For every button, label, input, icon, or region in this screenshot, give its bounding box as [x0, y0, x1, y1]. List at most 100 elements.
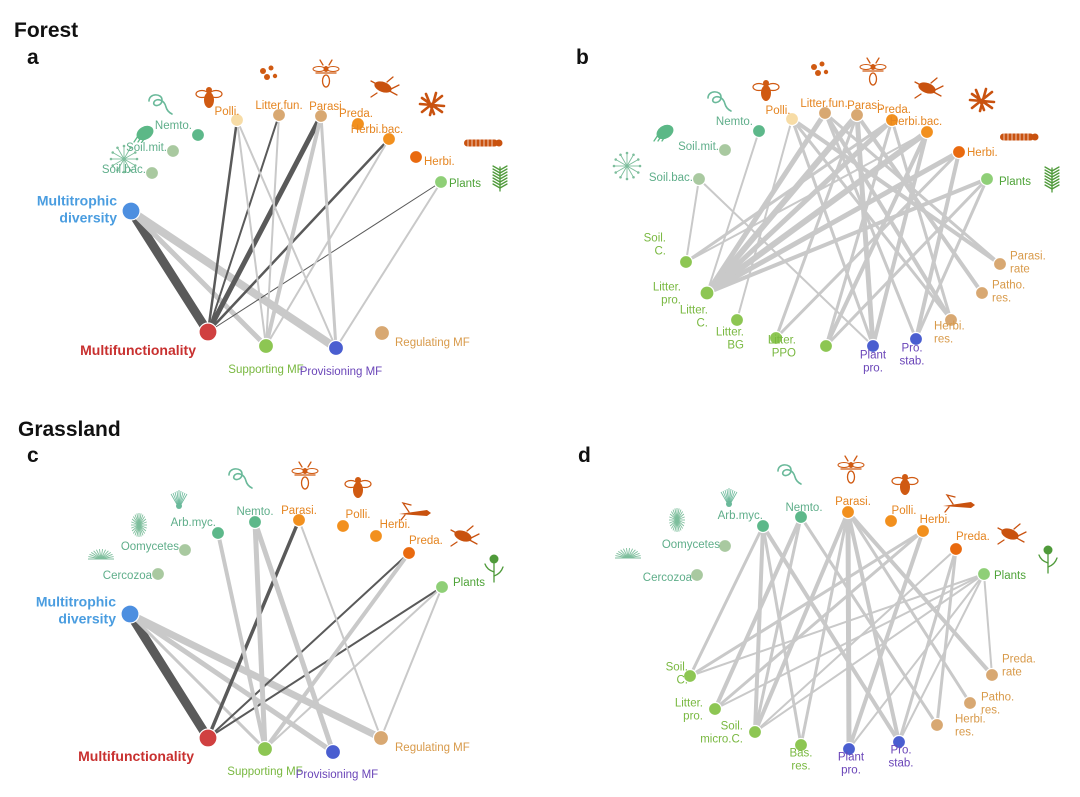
edge-preda-herbires	[935, 547, 958, 727]
node-circle-pathores	[962, 695, 978, 711]
larva-icon	[464, 139, 503, 147]
node-circle-preda	[401, 545, 417, 561]
node-label-litppo: Litter.PPO	[768, 335, 796, 360]
node-label-soilmit: Soil.mit.	[678, 141, 719, 153]
node-circle-oomy	[717, 538, 733, 554]
node-circle-multi	[120, 604, 140, 624]
node-circle-nemto	[247, 514, 263, 530]
edge-polli-herbires	[790, 117, 953, 322]
node-label-plants: Plants	[999, 176, 1031, 188]
node-label-cerco: Cercozoa	[103, 570, 153, 582]
node-arbmyc: Arb.myc.	[170, 490, 226, 541]
edge-polli-support	[236, 119, 267, 347]
node-circle-basres	[793, 737, 809, 753]
node-label-arbmyc: Arb.myc.	[718, 510, 763, 522]
node-circle-soilmicro	[747, 724, 763, 740]
edge-herbibac-plantpro	[871, 130, 929, 348]
edge-nemto-support	[252, 519, 268, 752]
node-circle-soilbac	[691, 171, 707, 187]
node-label-nemto: Nemto.	[155, 120, 192, 132]
node-label-soilbac: Soil.bac.	[102, 164, 146, 176]
node-label-herbi: Herbi.	[380, 519, 411, 531]
edge-nemto-litpro	[713, 515, 803, 711]
node-circle-polli	[229, 112, 245, 128]
node-herbibac: Herbi.bac.	[351, 91, 446, 147]
node-label-soilmit: Soil.mit.	[126, 142, 167, 154]
edge-plants-mf	[207, 181, 442, 333]
node-soilc: Soil.C.	[666, 662, 698, 687]
node-litc: Litter.C.	[680, 305, 745, 330]
edge-litfun-parasirate	[823, 111, 1002, 266]
beetle-icon	[450, 525, 480, 547]
node-polli: Polli.	[195, 87, 245, 128]
edge-plants-soilc	[689, 573, 985, 677]
mycorrhiza-icon	[720, 488, 738, 507]
node-label-litfun: Litter.fun.	[255, 100, 302, 112]
node-circle-herbi	[951, 144, 967, 160]
edge-multi-support	[128, 612, 267, 751]
edge-multi-mf	[126, 206, 213, 337]
node-circle-soilmit	[165, 143, 181, 159]
node-circle-arbmyc	[210, 525, 226, 541]
node-label-herbibac: Herbi.bac.	[351, 124, 403, 136]
node-circle-plantpro	[865, 338, 881, 354]
edge-herbibac-litpro	[704, 129, 930, 296]
edge-nemto-soilmicro	[753, 515, 803, 734]
wasp-icon	[837, 455, 865, 484]
node-circle-herbibac	[381, 131, 397, 147]
bee-icon	[891, 474, 919, 495]
node-circle-herbires	[943, 312, 959, 328]
node-preda: Preda.	[401, 525, 480, 561]
edge-arbmyc-prostab	[761, 524, 901, 744]
node-label-regul: Regulating MF	[395, 742, 470, 754]
node-label-basres: Bas.res.	[789, 748, 812, 773]
node-circle-prostab	[891, 734, 907, 750]
node-circle-support	[256, 740, 274, 758]
node-litpro: Litter.pro.	[675, 698, 723, 723]
edge-preda-litpro	[704, 117, 895, 296]
wasp-icon	[312, 59, 340, 88]
node-circle-soilc	[682, 668, 698, 684]
panel-a: aSoil.bac.Soil.mit.Nemto.Polli.Litter.fu…	[27, 46, 508, 378]
edge-plants-litpro	[705, 177, 989, 295]
edges-a	[126, 113, 442, 352]
node-regul: Regulating MF	[372, 729, 470, 754]
mycorrhiza-icon	[170, 490, 188, 509]
node-label-regul: Regulating MF	[395, 337, 470, 349]
node-label-pathores: Patho.res.	[992, 280, 1025, 305]
node-circle-litpro	[707, 701, 723, 717]
node-plants: Plants	[434, 554, 504, 595]
edge-herbi-plantpro	[847, 529, 925, 751]
node-circle-herbibac	[919, 124, 935, 140]
fungi-icon	[260, 65, 278, 80]
nematode-icon	[707, 91, 732, 112]
node-label-polli: Polli.	[346, 509, 371, 521]
edge-parasi-plantpro	[845, 509, 852, 752]
edge-herbi-soilc	[688, 529, 925, 678]
node-litbg: Litter.BG	[716, 327, 784, 352]
node-label-oomy: Oomycetes	[662, 539, 720, 551]
node-circle-provis	[324, 743, 342, 761]
edge-plants-litpro	[714, 573, 985, 710]
bee-icon	[344, 477, 372, 498]
node-parasi: Parasi.	[281, 461, 319, 528]
node-circle-plants	[979, 171, 995, 187]
oomycete-icon	[669, 508, 685, 532]
node-label-herbibac: Herbi.bac.	[890, 116, 942, 128]
node-soilmit: Soil.mit.	[126, 125, 181, 159]
node-herbi: Herbi.	[368, 501, 431, 544]
wasp-icon	[291, 461, 319, 490]
node-circle-litfun	[271, 107, 287, 123]
plant-icon	[492, 165, 508, 192]
edge-parasi-pathores	[855, 113, 984, 295]
node-litfun: Litter.fun.	[255, 65, 303, 123]
node-nemto: Nemto.	[777, 464, 823, 525]
node-label-prostab: Pro.stab.	[900, 343, 925, 368]
node-herbi: Herbi.	[915, 493, 975, 539]
edge-herbibac-litppo	[824, 130, 929, 348]
edge-herbibac-soilc	[685, 131, 928, 263]
